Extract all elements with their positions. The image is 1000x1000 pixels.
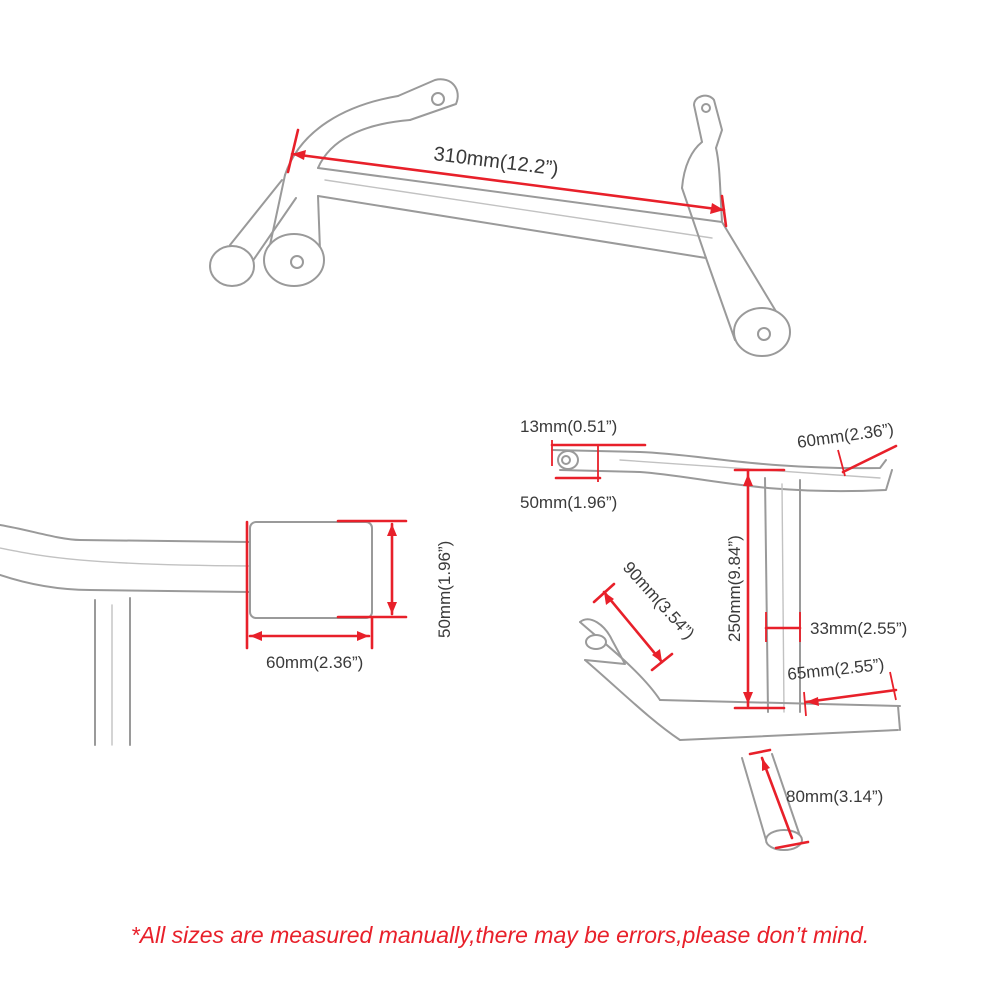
measurement-disclaimer: *All sizes are measured manually,there m…: [130, 922, 870, 948]
lower-right-length-dimension: 65mm(2.55”): [786, 655, 898, 717]
hole-diameter-dimension: 13mm(0.51”): [520, 417, 647, 466]
end-length-dimension: 50mm(1.96”): [520, 445, 617, 512]
slider-detail-drawing: [0, 521, 373, 746]
top-length-dimension: 310mm(12.2”): [286, 128, 728, 228]
leg-length-dimension: 80mm(3.14”): [748, 748, 883, 850]
end-length-label: 50mm(1.96”): [520, 493, 617, 512]
hole-diameter-label: 13mm(0.51”): [520, 417, 617, 436]
slider-width-label: 60mm(2.36”): [266, 653, 363, 672]
slider-width-dimension: 60mm(2.36”): [245, 520, 374, 672]
slider-height-dimension: 50mm(1.96”): [336, 519, 454, 638]
leg-length-label: 80mm(3.14”): [786, 787, 883, 806]
top-crash-bar-drawing: [209, 78, 791, 357]
slider-height-label: 50mm(1.96”): [435, 541, 454, 638]
angled-length-dimension: 90mm(3.54”): [592, 558, 698, 672]
side-crash-bar-drawing: [551, 449, 901, 851]
vertical-length-label: 250mm(9.84”): [725, 535, 744, 642]
tube-width-dimension: 33mm(2.55”): [764, 612, 907, 642]
lower-right-length-label: 65mm(2.55”): [786, 655, 885, 684]
vertical-length-dimension: 250mm(9.84”): [725, 468, 786, 710]
tube-width-label: 33mm(2.55”): [810, 619, 907, 638]
upper-right-length-label: 60mm(2.36”): [796, 420, 895, 452]
angled-length-label: 90mm(3.54”): [619, 558, 698, 643]
